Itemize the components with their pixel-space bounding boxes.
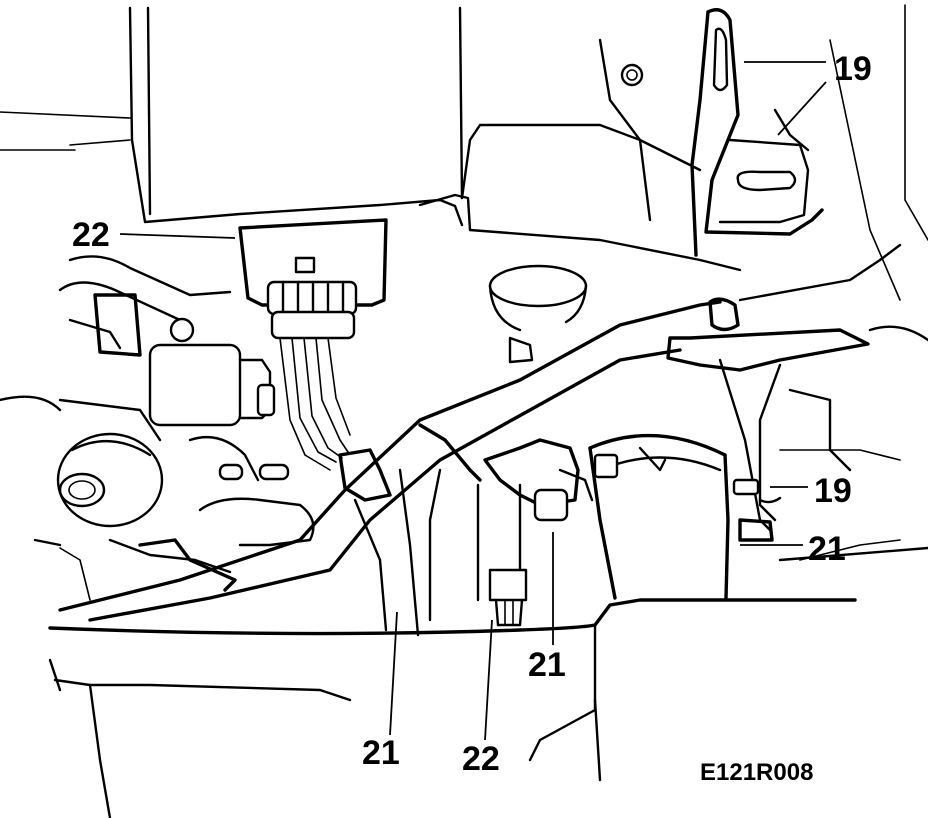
- leader-22a: [119, 233, 236, 239]
- engine-cover: [0, 6, 742, 272]
- coolant-hose: [558, 433, 730, 600]
- leader-22b: [484, 619, 493, 741]
- callout-21-right: 21: [808, 530, 846, 568]
- leader-21c: [389, 611, 398, 736]
- callout-22-left: 22: [72, 216, 110, 254]
- left-assembly: [0, 255, 315, 592]
- mounting-bracket: [690, 4, 928, 301]
- callout-19-top: 19: [834, 50, 872, 88]
- callout-21-center: 21: [528, 646, 566, 684]
- callout-22-bottom: 22: [462, 740, 500, 778]
- main-harness: [58, 300, 722, 637]
- leader-19a-2: [777, 81, 827, 136]
- callout-19-right: 19: [814, 472, 852, 510]
- figure-reference-code: E121R008: [700, 759, 813, 786]
- leader-lines: [119, 61, 827, 741]
- support-strap: [666, 243, 928, 562]
- chassis-panel: [33, 538, 857, 818]
- callout-labels: 19 19 21 21 21 22 22: [72, 50, 872, 778]
- callout-21-bottom: 21: [362, 734, 400, 772]
- sensor-assembly: [476, 264, 588, 627]
- wiring-connector: [238, 218, 388, 471]
